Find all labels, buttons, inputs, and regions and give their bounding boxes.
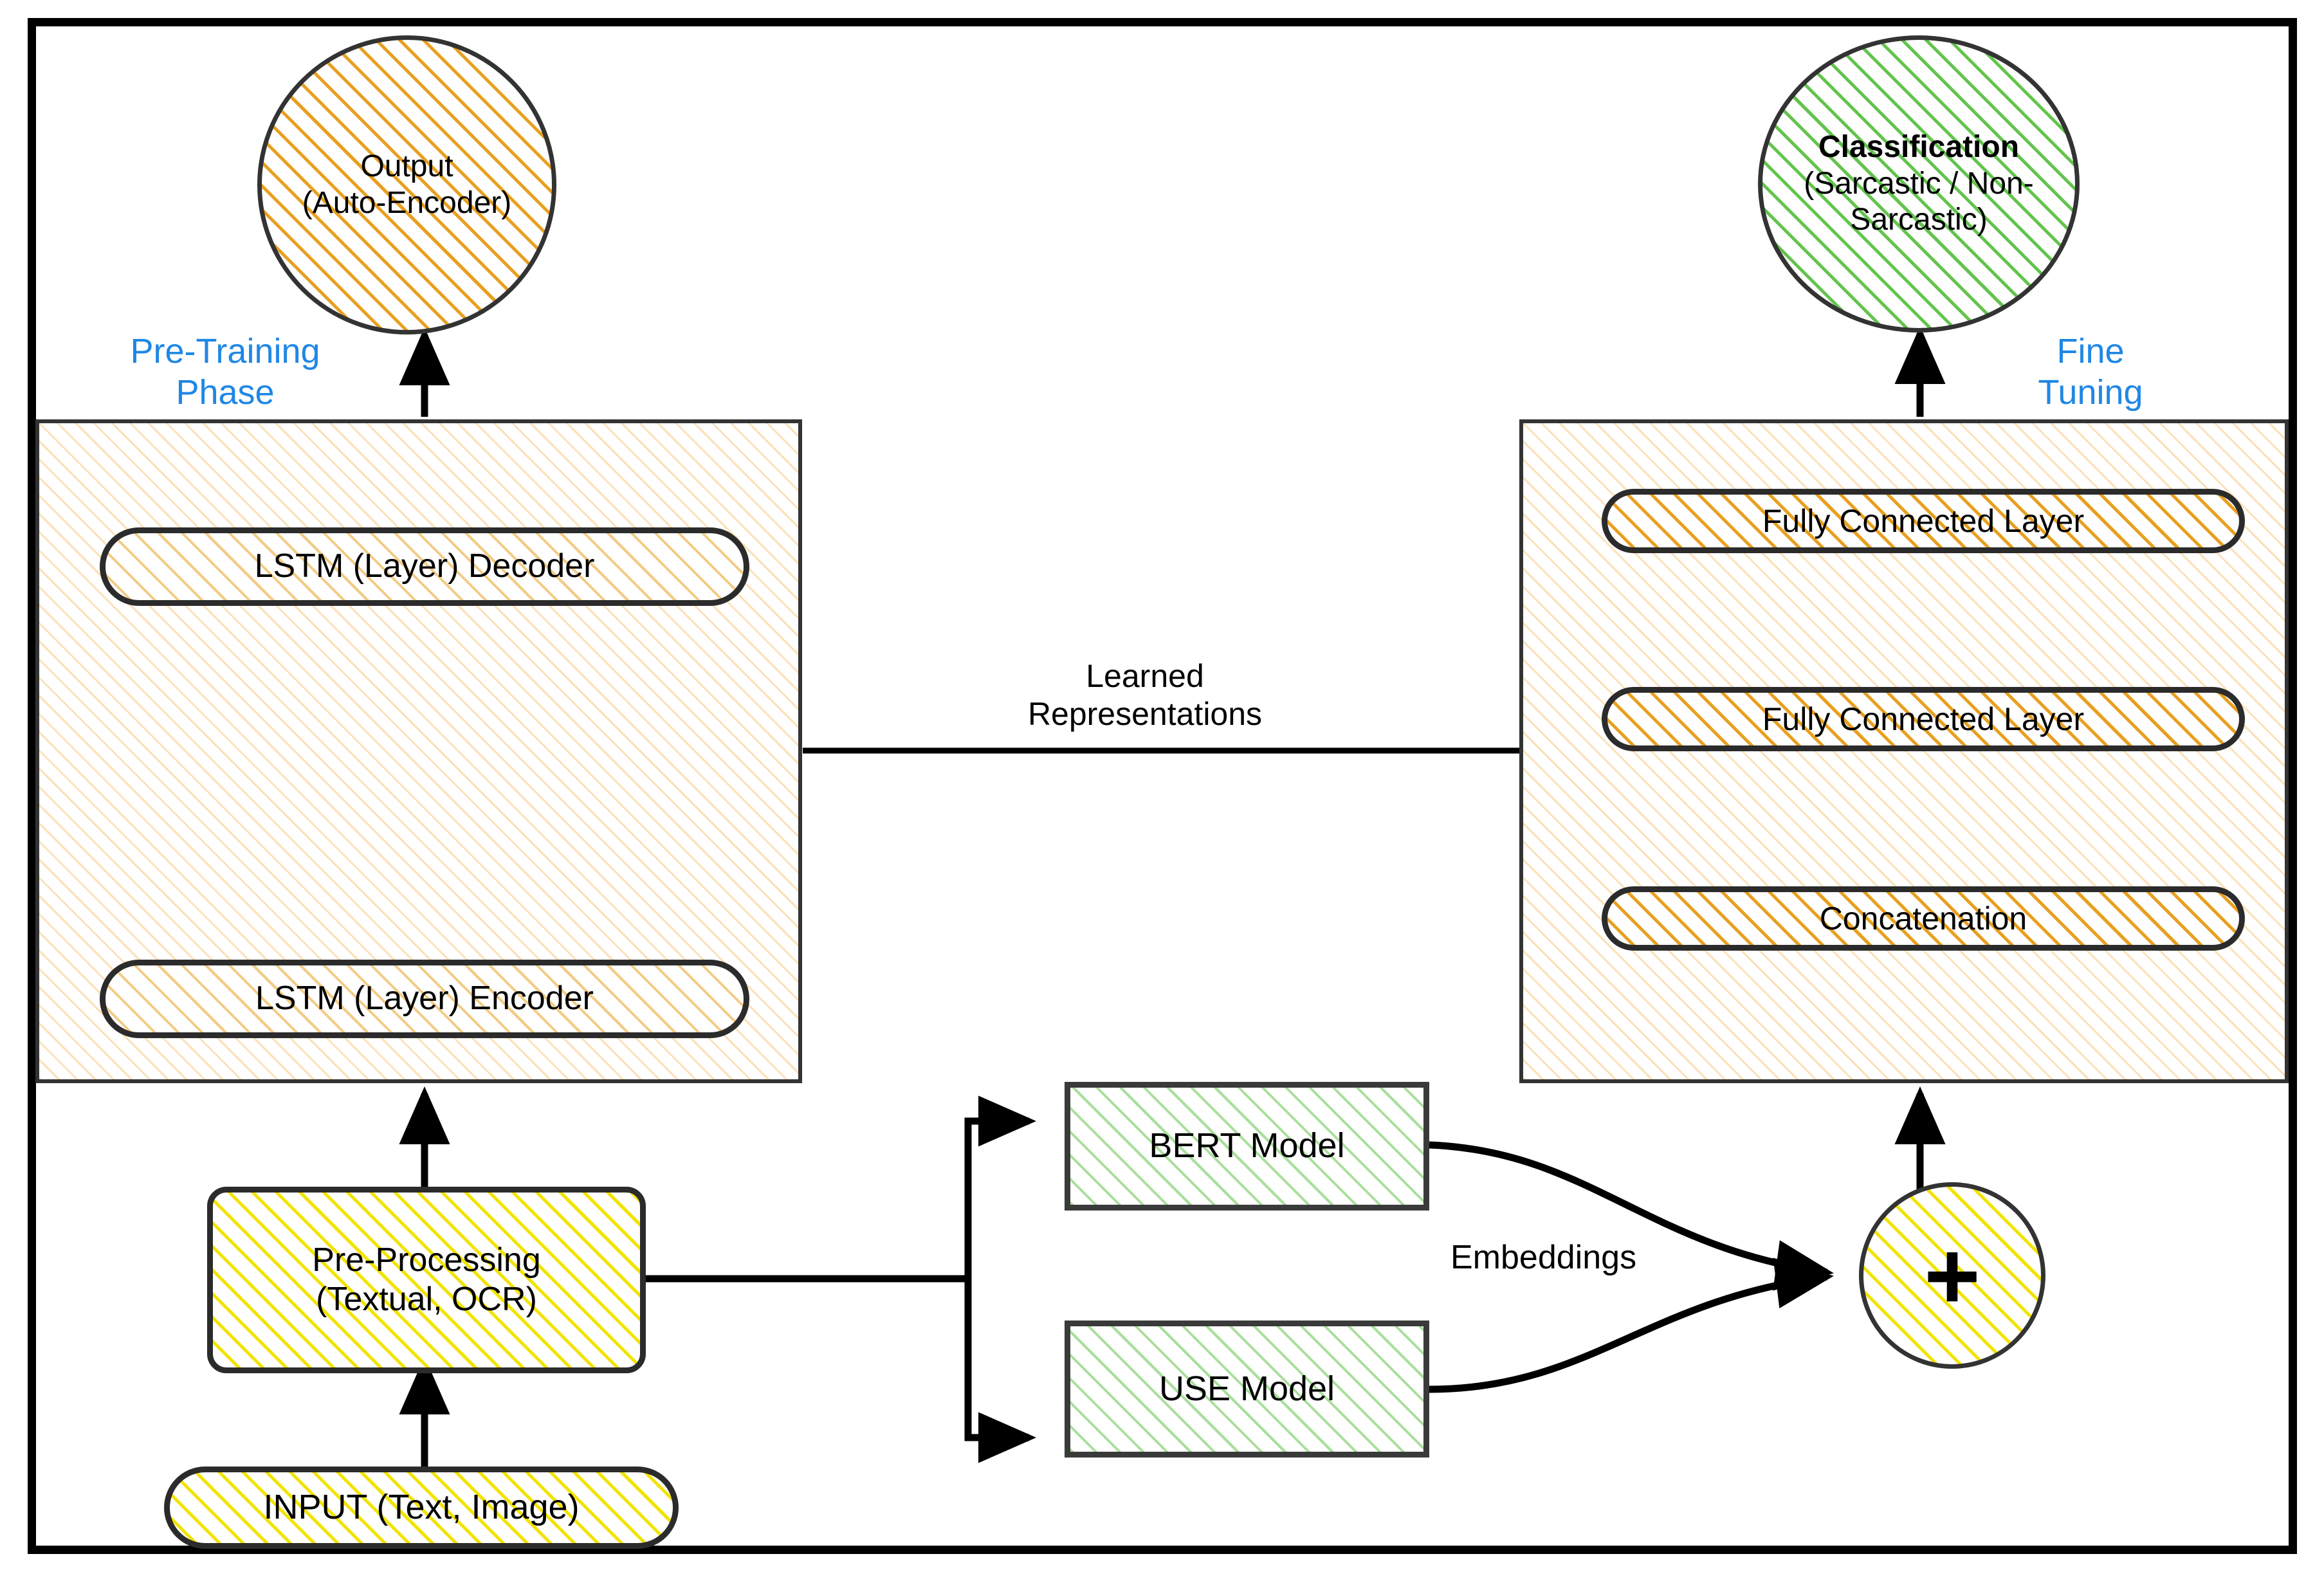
pretraining-phase-line2: Phase [176,372,275,412]
input-label: INPUT (Text, Image) [263,1488,580,1527]
pretraining-phase-label: Pre-Training Phase [90,331,360,413]
output-node-text: Output (Auto-Encoder) [302,149,511,221]
use-model-node[interactable]: USE Model [1065,1321,1429,1458]
learned-representations-label: Learned Representations [920,657,1370,733]
concatenation-node[interactable]: Concatenation [1602,886,2245,951]
learned-representations-line1: Learned [1086,658,1204,694]
classification-node-line3: Sarcastic) [1850,203,1988,237]
concatenation-label: Concatenation [1819,900,2027,937]
preprocessing-text: Pre-Processing (Textual, OCR) [312,1241,540,1320]
outer-frame [28,18,2297,1554]
fully-connected-layer-mid-label: Fully Connected Layer [1762,700,2085,737]
adder-node[interactable]: + [1859,1182,2045,1369]
bert-model-node[interactable]: BERT Model [1065,1082,1429,1211]
fully-connected-layer-top-node[interactable]: Fully Connected Layer [1602,489,2245,553]
learned-representations-line2: Representations [1027,696,1263,732]
lstm-decoder-label: LSTM (Layer) Decoder [254,547,595,585]
plus-icon: + [1924,1221,1981,1330]
use-model-label: USE Model [1158,1369,1335,1408]
finetuning-phase-label: Fine Tuning [1981,331,2200,413]
output-node-line2: (Auto-Encoder) [302,185,512,220]
classification-node[interactable]: Classification (Sarcastic / Non- Sarcast… [1758,35,2080,333]
preprocessing-node[interactable]: Pre-Processing (Textual, OCR) [207,1187,646,1373]
finetuning-phase-line1: Fine [2056,332,2125,370]
lstm-decoder-node[interactable]: LSTM (Layer) Decoder [100,527,749,606]
bert-model-label: BERT Model [1149,1126,1345,1165]
output-node[interactable]: Output (Auto-Encoder) [257,35,556,334]
preprocessing-line2: (Textual, OCR) [316,1281,537,1318]
lstm-encoder-node[interactable]: LSTM (Layer) Encoder [100,960,749,1038]
output-node-line1: Output [360,149,453,183]
finetuning-phase-line2: Tuning [2038,372,2143,412]
embeddings-label-text: Embeddings [1450,1239,1637,1276]
pretraining-phase-line1: Pre-Training [130,332,320,370]
classification-node-line2: (Sarcastic / Non- [1804,166,2034,201]
embeddings-label: Embeddings [1450,1238,1734,1277]
classification-node-text: Classification (Sarcastic / Non- Sarcast… [1804,129,2033,239]
input-node[interactable]: INPUT (Text, Image) [164,1467,679,1549]
lstm-encoder-label: LSTM (Layer) Encoder [255,980,594,1018]
preprocessing-line1: Pre-Processing [312,1241,541,1279]
fully-connected-layer-top-label: Fully Connected Layer [1762,502,2085,539]
classification-node-line1: Classification [1818,130,2020,165]
fully-connected-layer-mid-node[interactable]: Fully Connected Layer [1602,687,2245,751]
